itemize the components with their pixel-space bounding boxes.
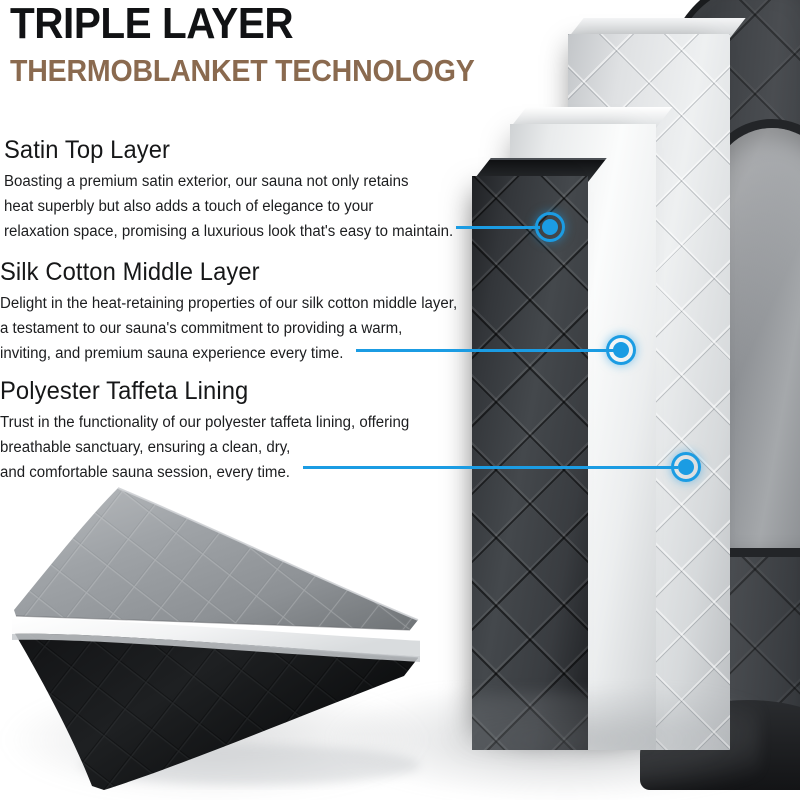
body-line: breathable sanctuary, ensuring a clean, … bbox=[0, 439, 291, 457]
section-body-cotton: Delight in the heat-retaining properties… bbox=[0, 291, 457, 366]
section-silk-cotton-middle-layer: Silk Cotton Middle Layer Delight in the … bbox=[0, 258, 471, 366]
leader-line-cotton bbox=[356, 349, 614, 352]
body-line: Boasting a premium satin exterior, our s… bbox=[4, 173, 409, 190]
floor-shadow-right bbox=[330, 690, 760, 800]
fabric-sheet-grey bbox=[14, 487, 419, 631]
section-heading-cotton: Silk Cotton Middle Layer bbox=[0, 258, 260, 286]
fabric-sheet-white-foam bbox=[11, 617, 421, 662]
satin-top-layer-panel bbox=[472, 176, 588, 750]
section-heading-satin: Satin Top Layer bbox=[4, 136, 171, 164]
satin-quilt-pattern bbox=[472, 176, 588, 750]
fabric-layer-stack-illustration bbox=[0, 480, 440, 790]
body-line: inviting, and premium sauna experience e… bbox=[0, 345, 344, 363]
page-subtitle: THERMOBLANKET TECHNOLOGY bbox=[10, 52, 475, 88]
body-line: Trust in the functionality of our polyes… bbox=[0, 414, 410, 431]
section-heading-taffeta: Polyester Taffeta Lining bbox=[0, 377, 249, 405]
body-line: a testament to our sauna's commitment to… bbox=[0, 320, 403, 338]
leader-line-taffeta bbox=[303, 466, 678, 469]
body-line: relaxation space, promising a luxurious … bbox=[4, 223, 454, 241]
body-line: and comfortable sauna session, every tim… bbox=[0, 464, 290, 482]
section-polyester-taffeta-lining: Polyester Taffeta Lining Trust in the fu… bbox=[0, 377, 422, 485]
callout-marker-cotton[interactable] bbox=[606, 335, 636, 365]
body-line: heat superbly but also adds a touch of e… bbox=[4, 198, 374, 216]
section-body-taffeta: Trust in the functionality of our polyes… bbox=[0, 410, 409, 485]
title-block: TRIPLE LAYER THERMOBLANKET TECHNOLOGY bbox=[10, 0, 515, 88]
leader-line-satin bbox=[456, 226, 540, 229]
body-line: Delight in the heat-retaining properties… bbox=[0, 295, 458, 312]
callout-marker-satin[interactable] bbox=[535, 212, 565, 242]
section-body-satin: Boasting a premium satin exterior, our s… bbox=[4, 169, 453, 244]
callout-marker-taffeta[interactable] bbox=[671, 452, 701, 482]
page-title: TRIPLE LAYER bbox=[10, 0, 294, 48]
section-satin-top-layer: Satin Top Layer Boasting a premium satin… bbox=[4, 136, 467, 244]
